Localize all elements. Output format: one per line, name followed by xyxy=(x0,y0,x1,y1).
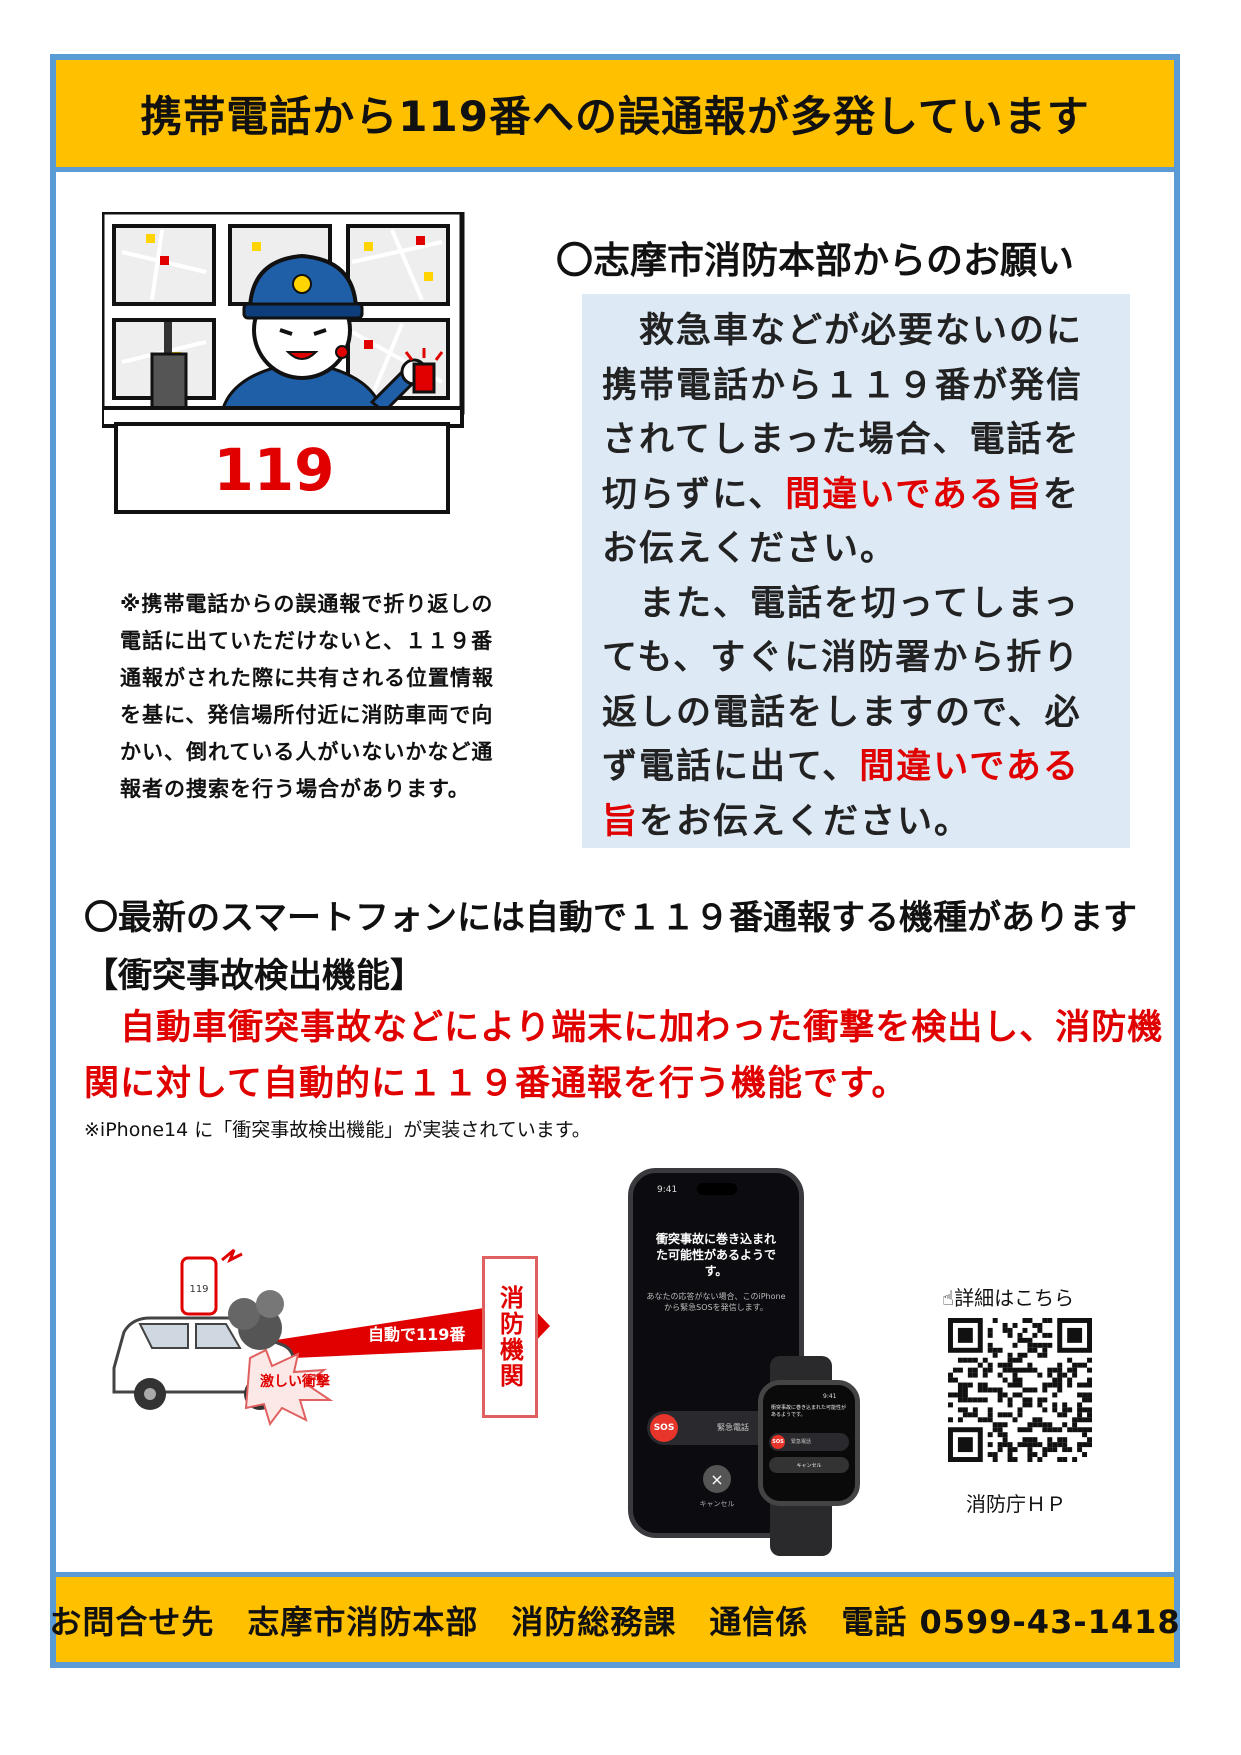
watch-cancel-button[interactable]: キャンセル xyxy=(769,1457,849,1473)
request-text: また、電話を切ってしまっても、すぐに消防署から折り返しの電話をしますので、必ず電… xyxy=(602,583,1082,788)
watch-crash-message: 衝突事故に巻き込まれた可能性があるようです。 xyxy=(771,1405,847,1418)
request-heading: 〇志摩市消防本部からのお願い xyxy=(556,239,1074,282)
feature-description: 自動車衝突事故などにより端末に加わった衝撃を検出し、消防機関に対して自動的に１１… xyxy=(84,1008,1164,1104)
callback-note: ※携帯電話からの誤通報で折り返しの 電話に出ていただけないと、１１９番 通報がさ… xyxy=(120,592,494,801)
arrow-icon xyxy=(250,1284,550,1368)
request-box: 救急車などが必要ないのに携帯電話から１１９番が発信されてしまった場合、電話を切ら… xyxy=(582,294,1130,848)
request-emphasis: 間違いである旨 xyxy=(602,747,1080,842)
qr-code[interactable] xyxy=(948,1318,1092,1462)
agency-label: 消防機関 xyxy=(495,1285,524,1389)
crash-diagram: 自動で119番 119 激しい衝撃 xyxy=(112,1248,550,1427)
watch-sos-slider[interactable]: SOS 緊急電話 xyxy=(769,1433,849,1451)
sos-icon[interactable]: SOS xyxy=(650,1414,678,1442)
dispatch-desk xyxy=(114,422,450,514)
dispatcher-illustration: 119 xyxy=(102,212,465,514)
arrow-label: 自動で119番 xyxy=(368,1325,466,1344)
fire-agency-box: 消防機関 xyxy=(482,1256,538,1418)
watch-time: 9:41 xyxy=(823,1393,837,1400)
phone-crash-message: 衝突事故に巻き込まれた可能性があるようです。 xyxy=(655,1232,776,1278)
phone-time: 9:41 xyxy=(657,1185,678,1195)
qr-caption: 消防庁ＨＰ xyxy=(966,1492,1066,1516)
smartphone-icon xyxy=(180,1256,218,1316)
hand-pointer-icon: ☝ xyxy=(942,1286,955,1310)
phone-notch xyxy=(697,1183,737,1195)
impact-label: 激しい衝撃 xyxy=(260,1373,330,1390)
qr-label: ☝詳細はこちら xyxy=(942,1282,1074,1311)
sos-slider-label: 緊急電話 xyxy=(717,1423,749,1432)
request-emphasis: 間違いである旨 xyxy=(785,474,1043,515)
qr-label-text: 詳細はこちら xyxy=(954,1286,1075,1310)
watch-mockup: 9:41 衝突事故に巻き込まれた可能性があるようです。 SOS 緊急電話 キャン… xyxy=(758,1380,860,1506)
sos-icon[interactable]: SOS xyxy=(771,1435,785,1449)
close-icon[interactable]: × xyxy=(703,1465,731,1493)
phone-sub-message: あなたの応答がない場合、このiPhoneから緊急SOSを発信します。 xyxy=(646,1292,786,1312)
smartphone-heading: 〇最新のスマートフォンには自動で１１９番通報する機種があります xyxy=(84,898,1137,938)
contact-info: お問合せ先 志摩市消防本部 消防総務課 通信係 電話 0599-43-1418 xyxy=(49,1602,1181,1641)
feature-title: 【衝突事故検出機能】 xyxy=(84,956,424,996)
contact-footer: お問合せ先 志摩市消防本部 消防総務課 通信係 電話 0599-43-1418 xyxy=(49,1572,1180,1662)
phone-number-label: 119 xyxy=(189,1284,208,1295)
iphone-note: ※iPhone14 に「衝突事故検出機能」が実装されています。 xyxy=(84,1119,591,1141)
request-text: をお伝えください。 xyxy=(639,801,971,842)
request-text: 救急車などが必要ないのに携帯電話から１１９番が発信されてしまった場合、電話を切ら… xyxy=(602,311,1084,515)
impact-burst-icon xyxy=(244,1348,334,1427)
title-banner: 携帯電話から119番への誤通報が多発しています xyxy=(56,60,1174,172)
request-text: をお伝えください。 xyxy=(602,474,1080,570)
phone-cancel-label: キャンセル xyxy=(699,1500,735,1508)
page-title: 携帯電話から119番への誤通報が多発しています xyxy=(140,92,1090,141)
desk-number: 119 xyxy=(213,436,334,504)
watch-sos-label: 緊急電話 xyxy=(791,1439,812,1445)
alarm-button-icon xyxy=(412,362,436,394)
